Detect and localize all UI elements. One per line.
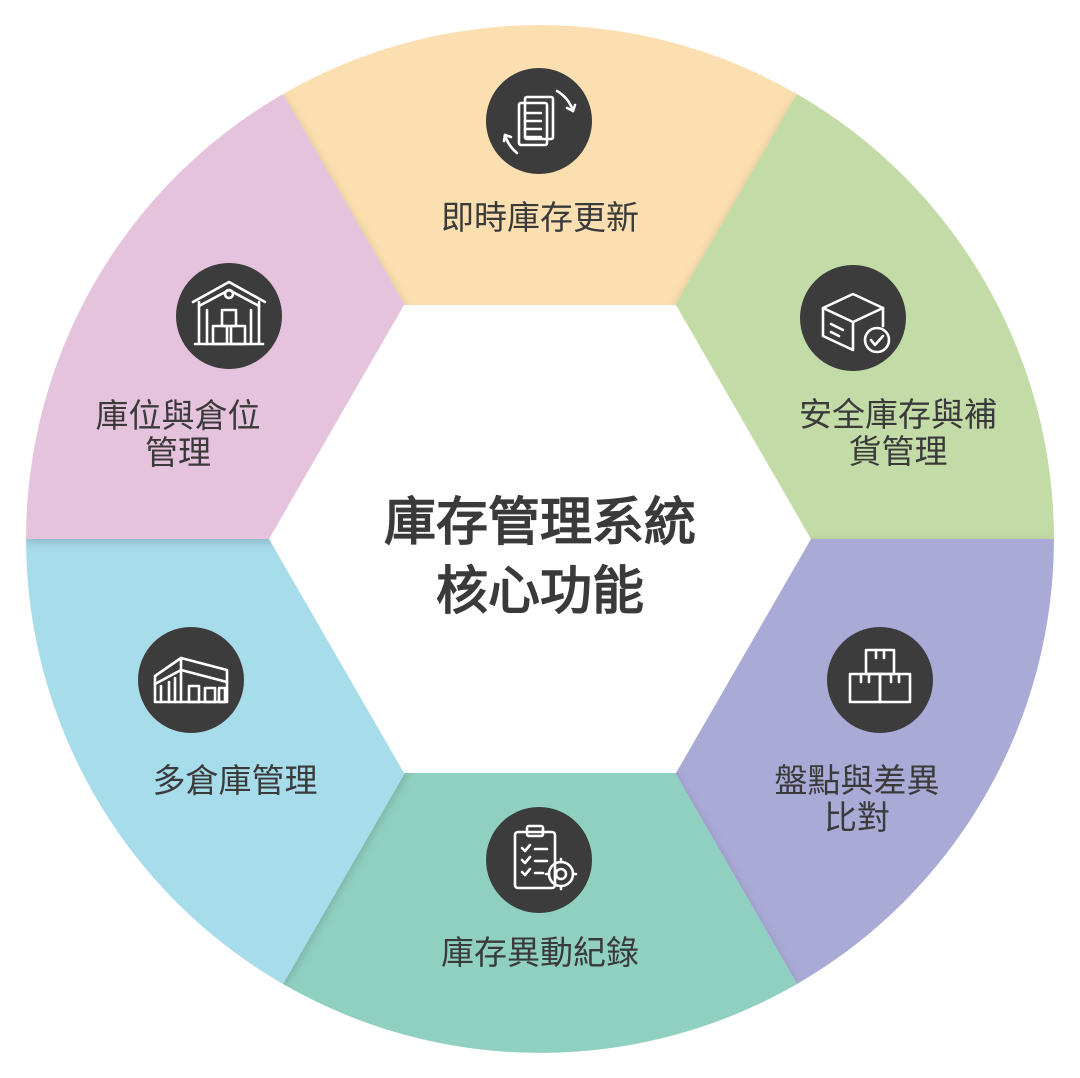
warehouse-building-icon — [138, 627, 244, 733]
segment-label-realtime: 即時庫存更新 — [441, 198, 639, 237]
segment-movement — [283, 539, 797, 1053]
segment-label-location-line1: 庫位與倉位 — [96, 396, 261, 435]
segment-label-safety-line2: 貨管理 — [849, 432, 948, 471]
segment-label-stocktake-line2: 比對 — [824, 798, 890, 837]
segment-label-multiwh: 多倉庫管理 — [153, 761, 318, 800]
center-hexagon — [269, 305, 811, 773]
box-check-icon — [800, 265, 906, 371]
clipboard-gear-icon — [486, 807, 592, 913]
center-title-line1: 庫存管理系統 — [384, 493, 696, 553]
segment-label-stocktake-line1: 盤點與差異 — [775, 761, 940, 800]
segment-label-safety-line1: 安全庫存與補 — [799, 395, 997, 434]
stacked-boxes-icon — [827, 627, 933, 733]
segment-label-location-line2: 管理 — [145, 433, 211, 472]
warehouse-boxes-icon — [176, 263, 282, 369]
segment-label-movement: 庫存異動紀錄 — [441, 933, 639, 972]
segment-realtime — [283, 25, 797, 540]
document-refresh-icon — [486, 68, 592, 174]
center-title-line2: 核心功能 — [436, 562, 644, 622]
